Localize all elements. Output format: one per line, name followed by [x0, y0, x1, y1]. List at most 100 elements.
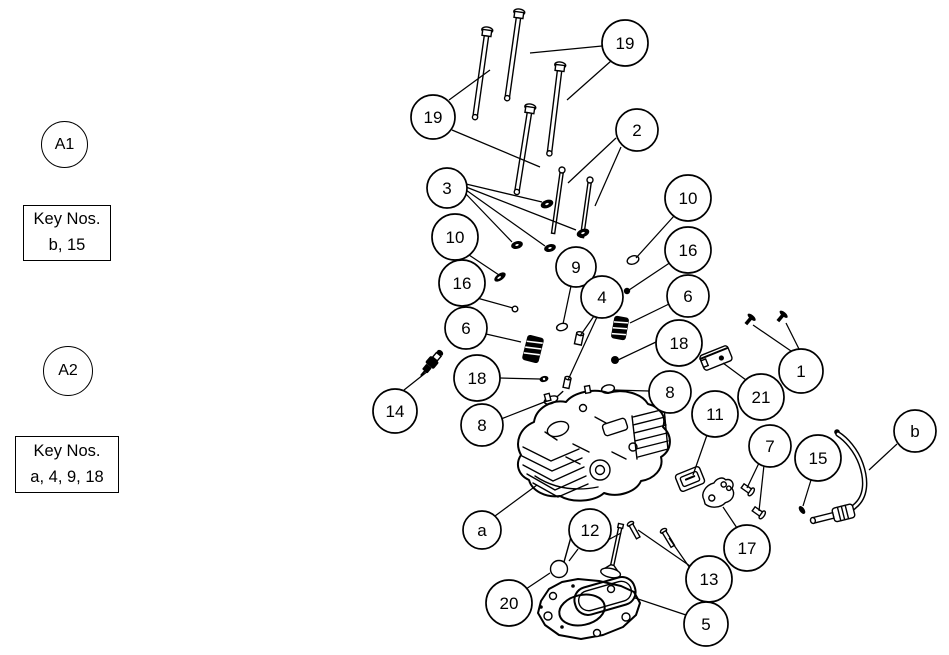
- key-box-2: Key Nos. a, 4, 9, 18: [15, 436, 119, 493]
- callout-16: 16: [628, 226, 712, 291]
- callout-number: 9: [571, 258, 580, 277]
- callout-7: 7: [746, 424, 792, 512]
- valve-guide-upper: [573, 331, 585, 346]
- leader-line: [566, 60, 612, 101]
- callout-balloon: [664, 174, 712, 222]
- key-box-2-line1: Key Nos.: [33, 441, 101, 460]
- head-gasket: [537, 576, 641, 640]
- inspection-plate: [674, 465, 706, 493]
- valve-right: [600, 522, 625, 579]
- callout-5: 5: [634, 597, 729, 647]
- pushrod-1: [471, 26, 494, 121]
- leader-line: [567, 137, 617, 184]
- callout-2: 2: [567, 108, 659, 207]
- view-label-a2-text: A2: [58, 362, 78, 379]
- callout-number: 7: [765, 437, 774, 456]
- leader-line: [464, 192, 513, 243]
- leader-line: [465, 189, 546, 247]
- callout-10: 10: [635, 174, 712, 259]
- callout-number: 6: [461, 319, 470, 338]
- leader-line: [668, 537, 693, 572]
- callout-20: 20: [485, 572, 551, 627]
- screw-1a: [744, 313, 756, 326]
- bracket: [702, 477, 735, 508]
- callout-balloon: [568, 508, 612, 552]
- callout-balloon: [431, 213, 479, 261]
- pushrod-3: [546, 61, 567, 157]
- seal-18-right: [611, 356, 619, 364]
- callout-number: 13: [700, 570, 719, 589]
- view-label-a1-text: A1: [54, 135, 75, 153]
- leader-line: [594, 146, 622, 207]
- callout-balloon: [893, 409, 937, 453]
- leader-line: [403, 370, 429, 391]
- callout-balloon: [426, 167, 468, 209]
- callout-9: 9: [555, 246, 597, 325]
- callout-number: 4: [597, 288, 606, 307]
- callout-balloon: [460, 403, 504, 447]
- key-box-1-line2: b, 15: [48, 236, 86, 254]
- callout-15: 15: [794, 434, 842, 507]
- callout-17: 17: [722, 506, 771, 572]
- leader-line: [637, 529, 691, 567]
- leader-line: [752, 324, 792, 352]
- callout-number: 8: [665, 383, 674, 402]
- valve-seal-right: [623, 287, 631, 295]
- callout-number: 21: [752, 388, 771, 407]
- view-label-a1: A1: [41, 121, 88, 168]
- breather-valve: [699, 345, 733, 371]
- dowel-pin-2: [659, 527, 676, 549]
- seal-18-left: [539, 375, 549, 383]
- leader-line: [722, 506, 738, 529]
- cylinder-head: [516, 384, 671, 502]
- callout-number: 19: [424, 108, 443, 127]
- leader-line: [499, 377, 541, 380]
- callout-balloon: [410, 94, 456, 140]
- callout-13: 13: [637, 529, 733, 603]
- callout-8: 8: [613, 370, 692, 414]
- callout-4: 4: [567, 275, 624, 381]
- valve-keepers: [511, 199, 590, 252]
- callout-number: 18: [468, 369, 487, 388]
- adjuster-rod-1: [550, 166, 566, 235]
- callout-6: 6: [444, 306, 522, 350]
- callout-21: 21: [722, 362, 785, 421]
- leader-line: [607, 532, 622, 541]
- leader-line: [448, 69, 491, 101]
- callout-b: b: [868, 409, 937, 471]
- callout-number: 12: [581, 521, 600, 540]
- callout-number: 10: [446, 228, 465, 247]
- valve-guide-lower: [562, 375, 572, 390]
- callout-balloon: [648, 370, 692, 414]
- leader-line: [465, 183, 543, 203]
- dowel-pin-1: [626, 520, 641, 540]
- callout-number: 6: [683, 287, 692, 306]
- pushrod-4: [513, 103, 537, 196]
- callout-number: 8: [477, 416, 486, 435]
- leader-line: [451, 129, 541, 168]
- leader-line: [692, 434, 708, 476]
- callout-number: 20: [500, 594, 519, 613]
- callout-balloon: [462, 510, 502, 550]
- callout-number: 14: [386, 402, 405, 421]
- callout-balloon: [555, 246, 597, 288]
- callout-number: 16: [679, 241, 698, 260]
- screw-7b: [751, 505, 767, 520]
- callout-balloon: [737, 373, 785, 421]
- leader-line: [868, 443, 898, 471]
- leader-line: [617, 341, 657, 361]
- leader-line: [722, 362, 747, 381]
- valve-left: [549, 536, 572, 579]
- leader-line: [529, 45, 603, 54]
- leader-line: [525, 572, 551, 590]
- key-box-2-line2: a, 4, 9, 18: [30, 467, 104, 486]
- key-box-1-line1: Key Nos.: [33, 210, 101, 229]
- valve-spring-left: [522, 334, 544, 364]
- screw-7a: [740, 482, 756, 497]
- callout-balloon: [485, 579, 533, 627]
- callout-number: 10: [679, 189, 698, 208]
- leader-line: [802, 479, 812, 507]
- callout-balloon: [691, 390, 739, 438]
- callout-balloon: [580, 275, 624, 319]
- callout-number: 18: [670, 334, 689, 353]
